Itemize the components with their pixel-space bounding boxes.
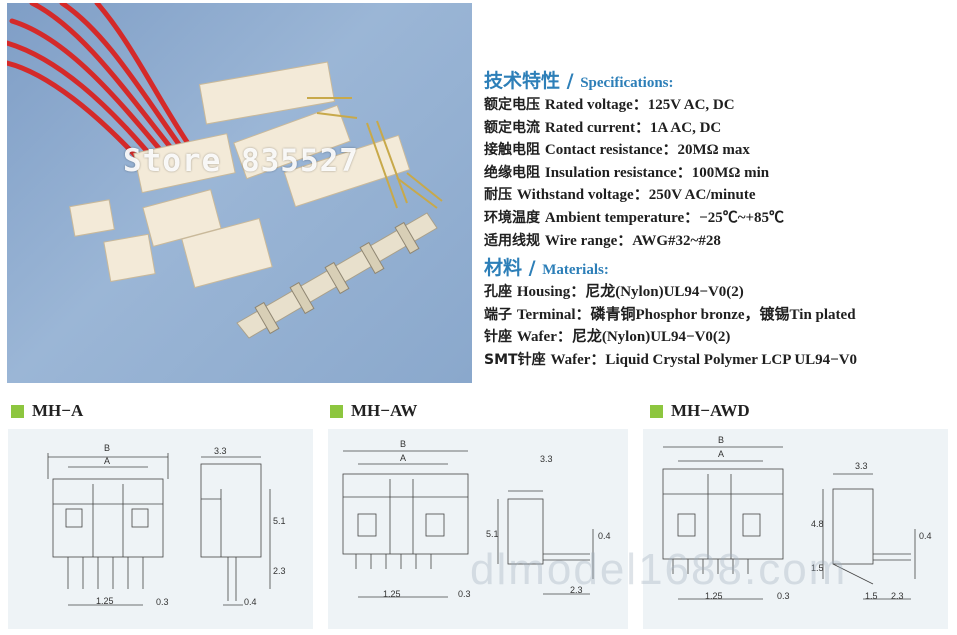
dim-h2: 2.3 — [273, 566, 286, 576]
dim-top: 3.3 — [540, 454, 553, 464]
dim-w2: 0.4 — [244, 597, 257, 607]
technical-drawing-mh-a: B A 3.3 5.1 2.3 1.25 0.3 0.4 — [47, 443, 286, 607]
spec-rated-voltage: 额定电压 Rated voltage：125V AC, DC — [484, 97, 735, 113]
connector-illustration — [7, 3, 443, 339]
green-square-icon — [11, 404, 24, 418]
dim-w3: 2.3 — [891, 591, 904, 601]
dim-top: 3.3 — [855, 461, 868, 471]
drawing-panel-mh-awd: B A 3.3 4.8 1.5 0.4 1.25 0.3 1.5 2.3 — [643, 429, 948, 629]
dim-w2: 2.3 — [570, 585, 583, 595]
dim-a: A — [104, 456, 110, 466]
material-smt-wafer: SMT针座 Wafer：Liquid Crystal Polymer LCP U… — [484, 351, 858, 368]
specifications-block: 技术特性 / Specifications: 额定电压 Rated voltag… — [484, 70, 954, 372]
dim-h2: 1.5 — [811, 563, 824, 573]
material-terminal: 端子 Terminal：磷青铜Phosphor bronze，镀锡Tin pla… — [484, 306, 856, 323]
drawing-panel-mh-a: B A 3.3 5.1 2.3 1.25 0.3 0.4 — [8, 429, 313, 629]
spec-wire-range: 适用线规 Wire range：AWG#32~#28 — [484, 232, 721, 249]
technical-drawing-mh-aw: B A 3.3 5.1 0.4 1.25 0.3 2.3 — [342, 439, 611, 599]
dim-b: B — [718, 435, 724, 445]
dim-pitch: 1.25 — [705, 591, 723, 601]
dim-w1: 0.3 — [156, 597, 169, 607]
dim-h1: 5.1 — [273, 516, 286, 526]
dim-a: A — [718, 449, 724, 459]
dim-h1: 4.8 — [811, 519, 824, 529]
dim-h2: 0.4 — [598, 531, 611, 541]
dim-a: A — [400, 453, 406, 463]
variant-label-mh-a: MH−A — [11, 401, 83, 421]
spec-contact-resistance: 接触电阻 Contact resistance：20MΩ max — [484, 142, 750, 159]
spec-withstand-voltage: 耐压 Withstand voltage：250V AC/minute — [484, 187, 756, 204]
dim-pitch: 1.25 — [96, 596, 114, 606]
store-watermark: Store 835527 — [123, 143, 359, 179]
material-housing: 孔座 Housing：尼龙(Nylon)UL94−V0(2) — [484, 284, 744, 301]
green-square-icon — [650, 404, 663, 418]
spec-ambient-temperature: 环境温度 Ambient temperature：−25℃~+85℃ — [484, 209, 785, 226]
drawing-panel-mh-aw: B A 3.3 5.1 0.4 1.25 0.3 2.3 — [328, 429, 628, 629]
dim-b: B — [104, 443, 110, 453]
dim-w1: 0.3 — [458, 589, 471, 599]
variant-label-mh-awd: MH−AWD — [650, 401, 750, 421]
page-watermark: dlmodel1688.com — [470, 545, 848, 594]
variant-label-mh-aw: MH−AW — [330, 401, 417, 421]
technical-drawing-mh-awd: B A 3.3 4.8 1.5 0.4 1.25 0.3 1.5 2.3 — [662, 435, 932, 601]
product-photo: Store 835527 — [7, 3, 472, 383]
dim-b: B — [400, 439, 406, 449]
dim-pitch: 1.25 — [383, 589, 401, 599]
dim-top: 3.3 — [214, 446, 227, 456]
green-square-icon — [330, 404, 343, 418]
dim-h1: 5.1 — [486, 529, 499, 539]
dim-w1: 0.3 — [777, 591, 790, 601]
material-wafer: 针座 Wafer：尼龙(Nylon)UL94−V0(2) — [484, 329, 731, 346]
spec-insulation-resistance: 绝缘电阻 Insulation resistance：100MΩ min — [484, 164, 770, 181]
specifications-title: 技术特性 / Specifications: — [484, 70, 674, 92]
dim-h3: 0.4 — [919, 531, 932, 541]
spec-rated-current: 额定电流 Rated current：1A AC, DC — [484, 119, 722, 136]
dim-w2: 1.5 — [865, 591, 878, 601]
materials-title: 材料 / Materials: — [484, 257, 609, 280]
